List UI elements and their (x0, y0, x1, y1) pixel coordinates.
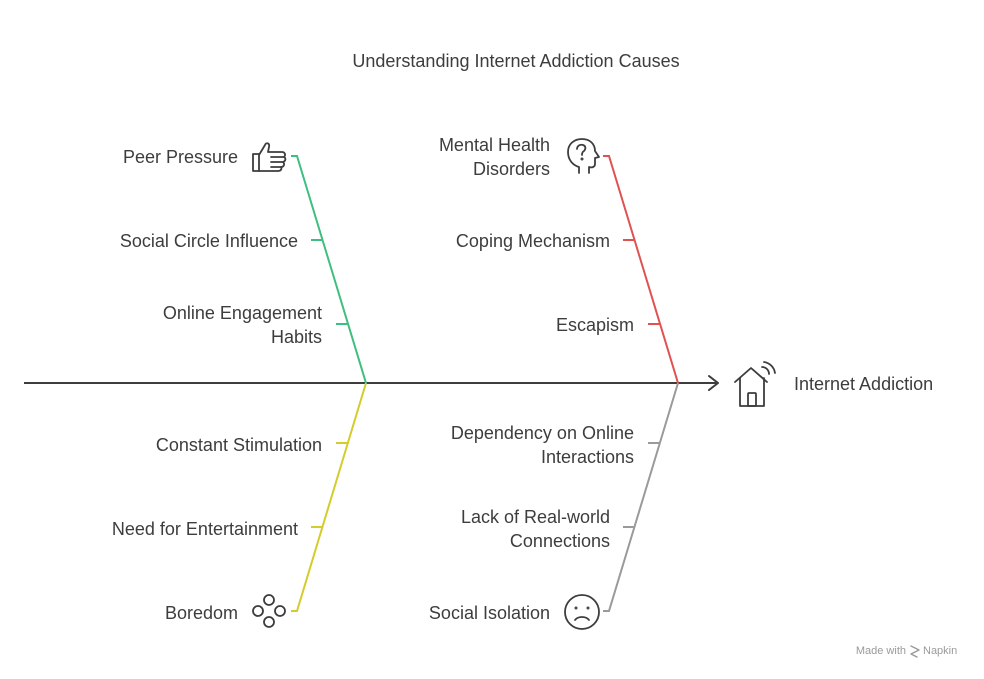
thumbs-up-icon (252, 142, 287, 172)
branch-line-isolation (603, 382, 679, 612)
credit-brand: Napkin (923, 645, 957, 657)
diagram-title: Understanding Internet Addiction Causes (352, 51, 679, 71)
made-with-napkin-credit: Made with Napkin (856, 645, 957, 658)
napkin-logo-icon (910, 645, 920, 658)
smart-home-icon (734, 361, 776, 407)
sad-face-icon (564, 594, 600, 630)
spine (24, 375, 719, 391)
cause-need-for-entertainment: Need for Entertainment (112, 519, 298, 539)
effect-label: Internet Addiction (794, 374, 933, 394)
cause-peer-pressure: Peer Pressure (123, 147, 238, 167)
cause-social-isolation: Social Isolation (429, 603, 550, 623)
effect: Internet Addiction (734, 361, 933, 407)
cause-coping-mechanism: Coping Mechanism (456, 231, 610, 251)
credit-prefix: Made with (856, 645, 906, 657)
spine-arrowhead (708, 375, 719, 391)
branch-stimulation: Constant Stimulation Need for Entertainm… (112, 382, 367, 628)
cause-social-circle-influence: Social Circle Influence (120, 231, 298, 251)
cause-boredom: Boredom (165, 603, 238, 623)
cause-escapism: Escapism (556, 315, 634, 335)
branch-line-psychological (603, 155, 679, 384)
branch-line-stimulation (291, 382, 367, 612)
gamepad-buttons-icon (252, 594, 286, 628)
cause-constant-stimulation: Constant Stimulation (156, 435, 322, 455)
branch-line-social (291, 155, 367, 384)
branch-social: Peer Pressure Social Circle Influence On… (120, 142, 367, 384)
thinking-head-icon (567, 138, 600, 174)
